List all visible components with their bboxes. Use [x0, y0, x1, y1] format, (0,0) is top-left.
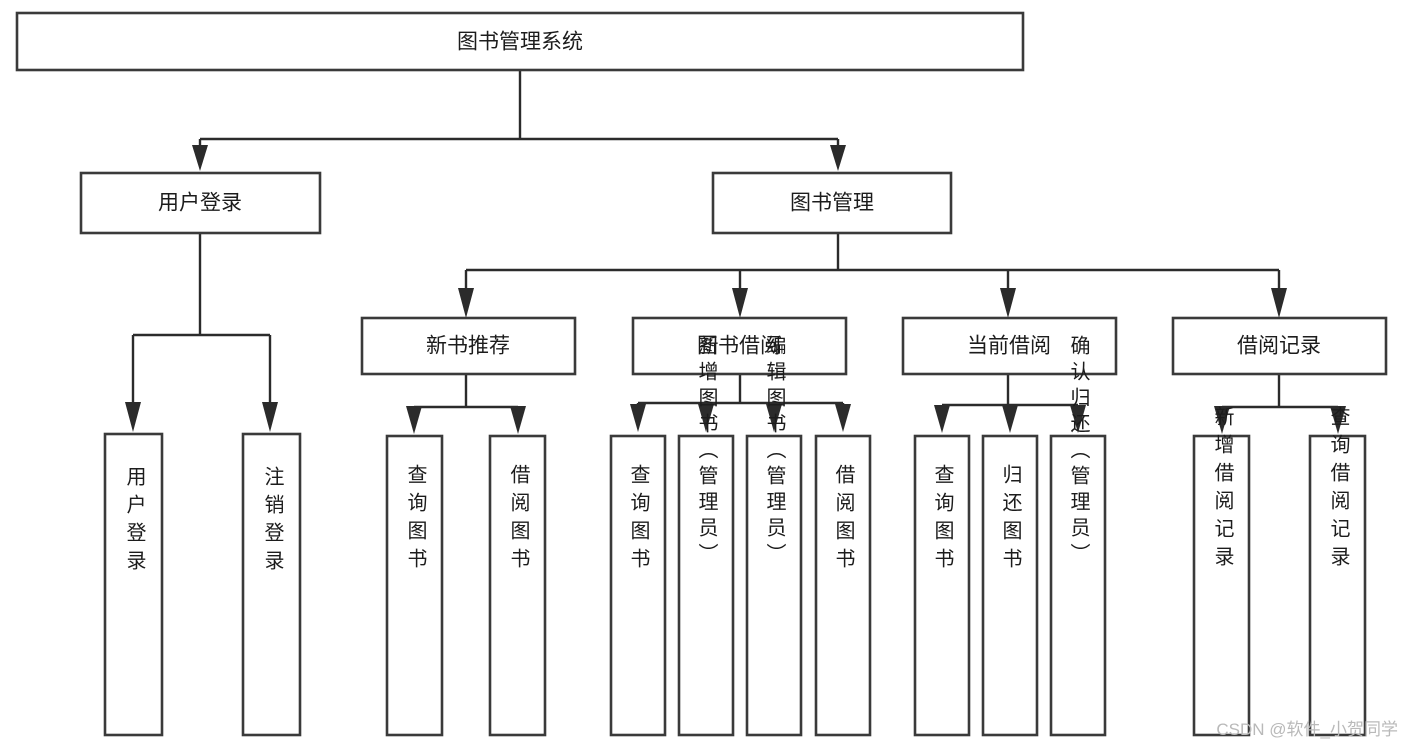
node-book-manage-label: 图书管理	[790, 192, 874, 215]
arrow-head-leaf-user-logout	[262, 402, 278, 432]
node-leaf-query-record[interactable]: 查询借阅记录	[1308, 406, 1367, 737]
arrow-head-leaf-user-login	[125, 402, 141, 432]
node-current-borrow-label: 当前借阅	[967, 335, 1051, 358]
node-leaf-query-book-2[interactable]: 查询图书	[609, 434, 667, 737]
node-leaf-query-book-2-label: 查询图书	[627, 464, 650, 576]
node-leaf-edit-book-box[interactable]	[745, 434, 803, 737]
node-leaf-borrow-book-1[interactable]: 借阅图书	[488, 434, 547, 737]
node-leaf-edit-book[interactable]: 编辑图书（管理员）	[745, 335, 803, 737]
node-root-box[interactable]	[15, 11, 1025, 72]
node-leaf-confirm-return-box[interactable]	[1049, 434, 1107, 737]
node-leaf-borrow-book-2[interactable]: 借阅图书	[814, 434, 872, 737]
node-borrow-record-box[interactable]	[1171, 316, 1388, 376]
node-leaf-query-book-3-label: 查询图书	[931, 464, 954, 576]
node-leaf-query-book-3-box[interactable]	[913, 434, 971, 737]
node-user-login[interactable]: 用户登录	[79, 171, 322, 235]
node-leaf-user-login-box[interactable]	[103, 432, 164, 737]
node-leaf-query-book-1-box[interactable]	[385, 434, 444, 737]
node-leaf-borrow-book-2-box[interactable]	[814, 434, 872, 737]
node-book-manage[interactable]: 图书管理	[711, 171, 953, 235]
node-book-borrow[interactable]: 图书借阅	[631, 316, 848, 376]
arrow-head-leaf-borrow-book-2	[835, 404, 851, 432]
node-leaf-return-book[interactable]: 归还图书	[981, 434, 1039, 737]
arrow-head-leaf-add-record	[1214, 406, 1230, 434]
node-leaf-add-record[interactable]: 新增借阅记录	[1192, 406, 1251, 737]
arrow-head-leaf-query-book-1	[406, 406, 422, 434]
arrow-head-user-login	[192, 145, 208, 171]
node-user-login-label: 用户登录	[158, 192, 242, 215]
node-leaf-add-record-label: 新增借阅记录	[1211, 406, 1234, 574]
node-leaf-user-logout[interactable]: 注销登录	[241, 432, 302, 737]
node-borrow-record-label: 借阅记录	[1237, 335, 1321, 358]
node-leaf-return-book-box[interactable]	[981, 434, 1039, 737]
node-user-login-box[interactable]	[79, 171, 322, 235]
node-leaf-confirm-return-label: 确认归还（管理员）	[1067, 335, 1090, 569]
node-leaf-edit-book-label: 编辑图书（管理员）	[763, 335, 786, 569]
node-new-book-recommend-label: 新书推荐	[426, 335, 510, 358]
node-leaf-borrow-book-1-box[interactable]	[488, 434, 547, 737]
node-new-book-recommend[interactable]: 新书推荐	[360, 316, 577, 376]
connector-layer	[125, 70, 1346, 434]
node-leaf-user-login[interactable]: 用户登录	[103, 432, 164, 737]
node-leaf-user-logout-label: 注销登录	[261, 466, 284, 578]
arrow-head-leaf-query-book-2	[630, 404, 646, 432]
node-borrow-record[interactable]: 借阅记录	[1171, 316, 1388, 376]
node-current-borrow-box[interactable]	[901, 316, 1118, 376]
arrow-head-leaf-borrow-book-1	[510, 406, 526, 434]
node-leaf-add-record-box[interactable]	[1192, 434, 1251, 737]
node-new-book-recommend-box[interactable]	[360, 316, 577, 376]
arrow-head-leaf-query-record	[1330, 406, 1346, 434]
node-leaf-query-record-box[interactable]	[1308, 434, 1367, 737]
node-leaf-borrow-book-2-label: 借阅图书	[832, 464, 855, 576]
arrow-head-leaf-edit-book	[766, 404, 782, 432]
arrow-head-new-book-recommend	[458, 288, 474, 318]
arrow-head-book-manage	[830, 145, 846, 171]
node-leaf-return-book-label: 归还图书	[999, 464, 1022, 576]
node-leaf-query-book-1[interactable]: 查询图书	[385, 434, 444, 737]
arrow-head-leaf-confirm-return	[1070, 405, 1086, 433]
arrow-head-leaf-query-book-3	[934, 405, 950, 433]
node-leaf-query-book-1-label: 查询图书	[404, 464, 427, 576]
arrow-head-leaf-add-book	[698, 404, 714, 432]
node-leaf-add-book[interactable]: 新增图书（管理员）	[677, 335, 735, 737]
node-leaf-query-record-label: 查询借阅记录	[1327, 406, 1350, 574]
node-leaf-confirm-return[interactable]: 确认归还（管理员）	[1049, 335, 1107, 737]
arrow-head-borrow-record	[1271, 288, 1287, 318]
node-book-borrow-box[interactable]	[631, 316, 848, 376]
node-leaf-query-book-3[interactable]: 查询图书	[913, 434, 971, 737]
node-book-manage-box[interactable]	[711, 171, 953, 235]
arrow-head-book-borrow	[732, 288, 748, 318]
node-leaf-borrow-book-1-label: 借阅图书	[507, 464, 530, 576]
arrow-head-current-borrow	[1000, 288, 1016, 318]
node-leaf-add-book-box[interactable]	[677, 434, 735, 737]
node-current-borrow[interactable]: 当前借阅	[901, 316, 1118, 376]
node-leaf-user-logout-box[interactable]	[241, 432, 302, 737]
node-book-borrow-label: 图书借阅	[697, 335, 781, 358]
node-leaf-add-book-label: 新增图书（管理员）	[695, 335, 718, 569]
watermark-label: CSDN @软件_小贺同学	[1216, 720, 1398, 739]
node-leaf-query-book-2-box[interactable]	[609, 434, 667, 737]
node-leaf-user-login-label: 用户登录	[123, 466, 146, 578]
node-root[interactable]: 图书管理系统	[15, 11, 1025, 72]
arrow-head-leaf-return-book	[1002, 405, 1018, 433]
node-root-label: 图书管理系统	[457, 31, 583, 54]
